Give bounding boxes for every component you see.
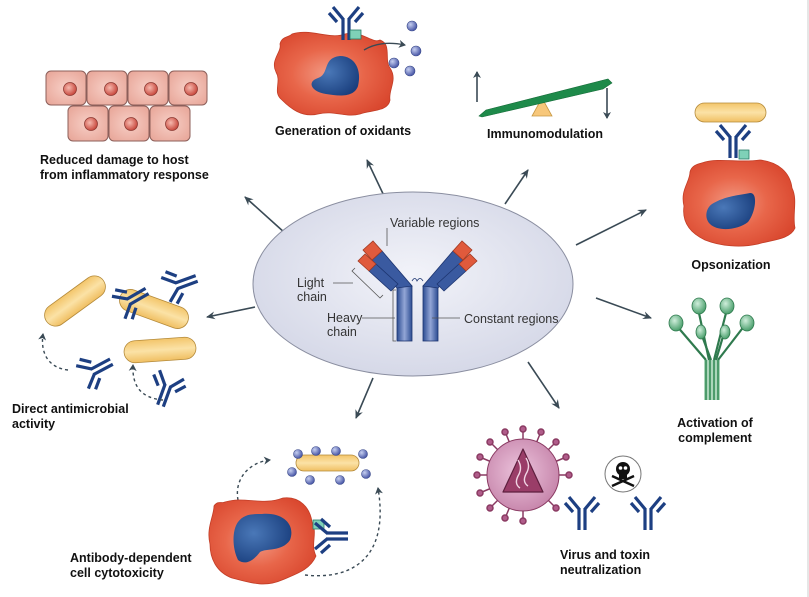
complement-icon [668, 297, 755, 400]
central-antibody-icon [333, 228, 478, 342]
arrow-oxidants [366, 159, 386, 199]
label-reduced-damage: Reduced damage to host from inflammatory… [40, 153, 209, 182]
arrow-complement [595, 297, 652, 320]
label-heavy-chain: Heavy chain [327, 311, 363, 339]
virus-icon [473, 425, 573, 525]
arrow-antimicrobial [206, 306, 256, 320]
central-antibody-ellipse [252, 191, 574, 377]
opsonization-icon [682, 102, 796, 247]
arrow-adcc [355, 377, 374, 419]
label-neutralization: Virus and toxin neutralization [560, 548, 651, 577]
label-variable-regions: Variable regions [390, 216, 480, 230]
label-opsonization: Opsonization [691, 258, 771, 272]
arrow-immunomodulation [504, 169, 529, 205]
label-immunomodulation: Immunomodulation [487, 127, 603, 141]
macrophage-oxidants-icon [273, 5, 422, 116]
label-oxidants: Generation of oxidants [275, 124, 412, 138]
arrows [206, 159, 652, 419]
toxin-skull-icon [604, 455, 642, 493]
antimicrobial-icon [38, 260, 205, 414]
label-antimicrobial: Direct antimicrobial activity [12, 402, 129, 431]
neutralizing-antibodies-icon [563, 495, 667, 532]
label-adcc: Antibody-dependent cell cytotoxicity [70, 551, 192, 580]
right-edge-divider [807, 0, 809, 597]
arrow-reduced-damage [244, 196, 286, 234]
adcc-icon [208, 446, 383, 585]
seesaw-icon [473, 71, 613, 119]
label-complement: Activation of complement [677, 416, 753, 445]
arrow-opsonization [575, 209, 647, 246]
label-light-chain: Light chain [297, 276, 327, 304]
arrow-neutralization [527, 361, 560, 409]
label-constant-regions: Constant regions [464, 312, 559, 326]
epithelial-cells-icon [45, 70, 208, 142]
